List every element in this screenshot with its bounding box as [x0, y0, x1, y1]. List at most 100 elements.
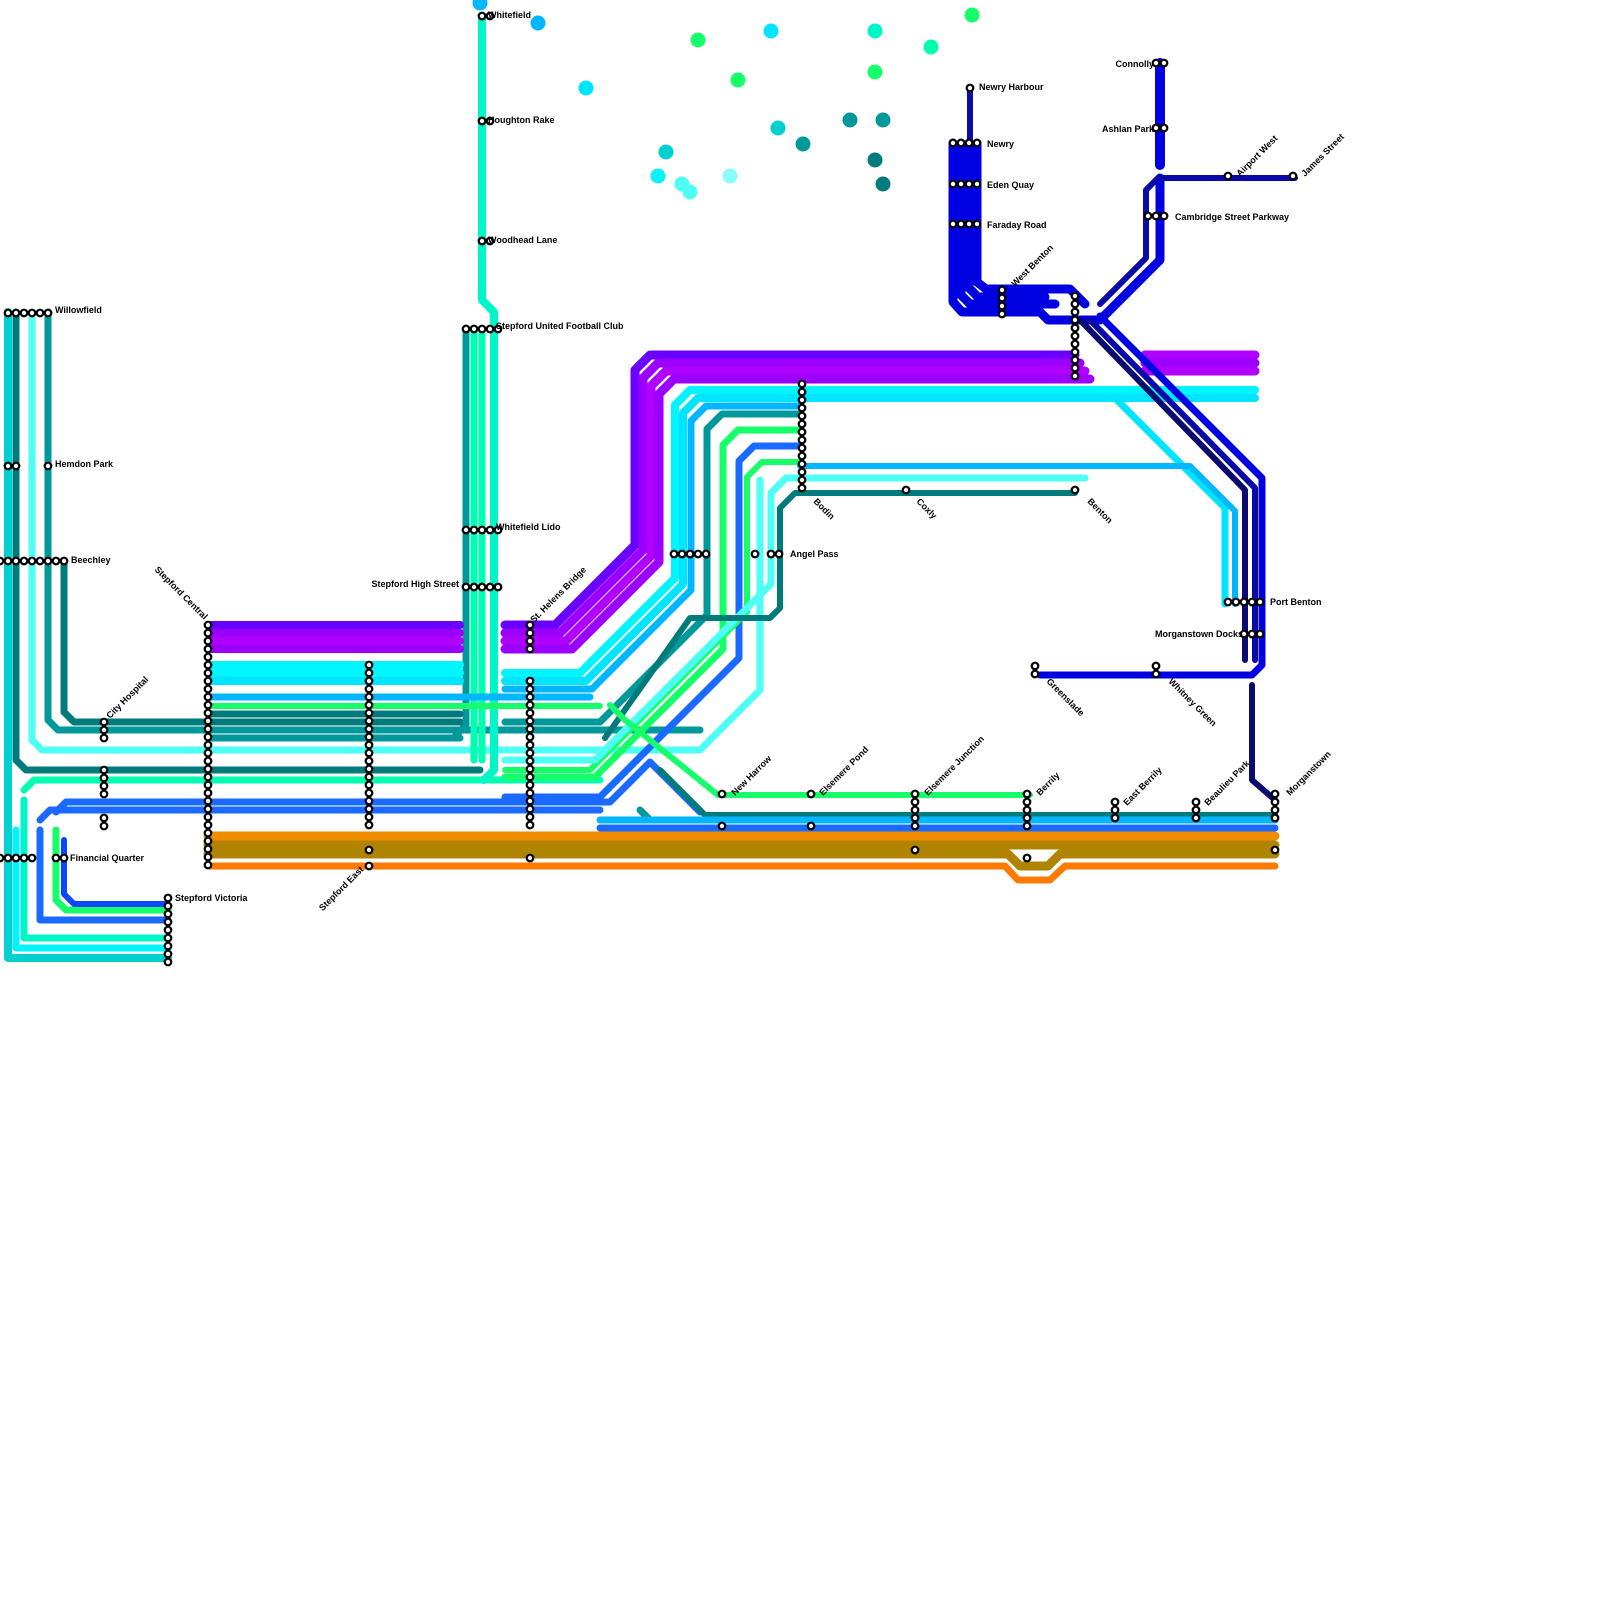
station-marker-elsemere-junction[interactable]: [910, 805, 920, 815]
station-marker-stepford-high-street[interactable]: [493, 582, 503, 592]
station-marker-financial-quarter[interactable]: [0, 853, 5, 863]
station-marker-west-benton-hub[interactable]: [1070, 347, 1080, 357]
station-label-new-harrow[interactable]: New Harrow: [729, 753, 774, 798]
station-marker-mid-column[interactable]: [525, 732, 535, 742]
station-marker-mid-column[interactable]: [525, 756, 535, 766]
station-marker-stepford-east[interactable]: [364, 660, 374, 670]
station-label-angel-pass[interactable]: Angel Pass: [790, 549, 839, 559]
station-marker-bodin[interactable]: [797, 411, 807, 421]
station-label-airport-west[interactable]: Airport West: [1234, 133, 1279, 178]
station-marker-st-helens-bridge[interactable]: [525, 636, 535, 646]
station-marker-cambridge-street-parkway[interactable]: [1143, 211, 1153, 221]
station-marker-mid-column[interactable]: [525, 780, 535, 790]
station-label-greenslade[interactable]: Greenslade: [1045, 676, 1087, 718]
station-label-morganstown[interactable]: Morganstown: [1284, 749, 1332, 797]
station-marker-stepford-central[interactable]: [203, 724, 213, 734]
station-marker-stepford-east[interactable]: [364, 700, 374, 710]
station-marker-city-hospital[interactable]: [99, 765, 109, 775]
station-marker-west-benton[interactable]: [997, 293, 1007, 303]
station-marker-newry-harbour[interactable]: [965, 83, 975, 93]
station-marker-stepford-central[interactable]: [203, 700, 213, 710]
station-marker-stepford-east[interactable]: [364, 716, 374, 726]
station-marker-stepford-central[interactable]: [203, 836, 213, 846]
station-marker-stepford-central[interactable]: [203, 708, 213, 718]
station-marker-stepford-central[interactable]: [203, 852, 213, 862]
station-marker-stepford-victoria[interactable]: [163, 909, 173, 919]
station-marker-west-benton[interactable]: [997, 309, 1007, 319]
station-marker-benton[interactable]: [1070, 485, 1080, 495]
station-marker-mid-column[interactable]: [525, 724, 535, 734]
station-marker-financial-quarter[interactable]: [19, 853, 29, 863]
station-label-newry-harbour[interactable]: Newry Harbour: [979, 82, 1044, 92]
station-marker-stepford-victoria[interactable]: [163, 893, 173, 903]
station-marker-port-benton[interactable]: [1247, 597, 1257, 607]
station-marker-hemdon-park[interactable]: [43, 461, 53, 471]
station-marker-mid-column[interactable]: [525, 684, 535, 694]
station-marker-willowfield[interactable]: [35, 308, 45, 318]
station-marker-west-benton-hub[interactable]: [1070, 291, 1080, 301]
station-marker-stepford-high-street[interactable]: [485, 582, 495, 592]
station-marker-whitefield-lido[interactable]: [469, 525, 479, 535]
station-label-willowfield[interactable]: Willowfield: [55, 305, 102, 315]
station-marker-mid-column[interactable]: [525, 700, 535, 710]
station-marker-greenslade[interactable]: [1030, 661, 1040, 671]
station-marker-beechley[interactable]: [0, 556, 5, 566]
station-marker-connolly[interactable]: [1151, 58, 1161, 68]
station-marker-stepford-victoria[interactable]: [163, 925, 173, 935]
station-marker-bodin[interactable]: [797, 403, 807, 413]
station-marker-berrily[interactable]: [1022, 805, 1032, 815]
station-marker-stepford-east[interactable]: [364, 796, 374, 806]
station-marker-beaulieu-park[interactable]: [1191, 813, 1201, 823]
station-label-newry[interactable]: Newry: [987, 139, 1014, 149]
station-marker-stepford-central[interactable]: [203, 652, 213, 662]
station-marker-mid-column[interactable]: [525, 853, 535, 863]
station-marker-angel-pass[interactable]: [774, 549, 784, 559]
station-marker-morganstown-docks[interactable]: [1247, 629, 1257, 639]
station-marker-beaulieu-park[interactable]: [1191, 805, 1201, 815]
station-marker-hemdon-park[interactable]: [3, 461, 13, 471]
station-marker-east-berrily[interactable]: [1110, 797, 1120, 807]
station-label-port-benton[interactable]: Port Benton: [1270, 597, 1322, 607]
station-marker-eden-quay[interactable]: [956, 179, 966, 189]
station-label-beaulieu-park[interactable]: Beaulieu Park: [1202, 758, 1252, 808]
station-marker-west-benton-hub[interactable]: [1070, 315, 1080, 325]
station-markers[interactable]: [0, 11, 1298, 967]
station-marker-bodin[interactable]: [797, 459, 807, 469]
station-marker-bodin[interactable]: [797, 379, 807, 389]
station-marker-stepford-victoria[interactable]: [163, 941, 173, 951]
station-marker-new-harrow[interactable]: [717, 789, 727, 799]
station-label-west-benton[interactable]: West Benton: [1009, 243, 1055, 289]
station-marker-beechley[interactable]: [11, 556, 21, 566]
station-label-hemdon-park[interactable]: Hemdon Park: [55, 459, 114, 469]
station-marker-berrily[interactable]: [1022, 821, 1032, 831]
station-label-faraday-road[interactable]: Faraday Road: [987, 220, 1047, 230]
station-label-financial-quarter[interactable]: Financial Quarter: [70, 853, 145, 863]
station-marker-mid-column[interactable]: [525, 764, 535, 774]
station-marker-hemdon-park[interactable]: [11, 461, 21, 471]
station-marker-airport-west[interactable]: [1223, 171, 1233, 181]
station-marker-port-benton[interactable]: [1223, 597, 1233, 607]
station-marker-ashlan-park[interactable]: [1151, 123, 1161, 133]
station-marker-financial-quarter[interactable]: [3, 853, 13, 863]
station-marker-willowfield[interactable]: [3, 308, 13, 318]
station-marker-mid-column[interactable]: [525, 708, 535, 718]
station-marker-beechley[interactable]: [51, 556, 61, 566]
station-label-benton[interactable]: Benton: [1086, 496, 1115, 525]
station-marker-houghton-rake[interactable]: [477, 116, 487, 126]
station-marker-west-benton-hub[interactable]: [1070, 355, 1080, 365]
station-marker-stepford-united[interactable]: [485, 324, 495, 334]
station-marker-stepford-central[interactable]: [203, 764, 213, 774]
station-marker-faraday-road[interactable]: [964, 219, 974, 229]
station-marker-city-hospital[interactable]: [99, 773, 109, 783]
station-label-stepford-high-street[interactable]: Stepford High Street: [371, 579, 459, 589]
station-marker-stepford-east[interactable]: [364, 676, 374, 686]
station-marker-connolly[interactable]: [1159, 58, 1169, 68]
station-marker-stepford-united[interactable]: [477, 324, 487, 334]
station-marker-faraday-road[interactable]: [956, 219, 966, 229]
station-marker-willowfield[interactable]: [27, 308, 37, 318]
station-marker-stepford-central[interactable]: [203, 804, 213, 814]
station-marker-elsemere-junction[interactable]: [910, 821, 920, 831]
station-marker-stepford-central[interactable]: [203, 732, 213, 742]
station-marker-eden-quay[interactable]: [964, 179, 974, 189]
station-marker-elsemere-junction[interactable]: [910, 845, 920, 855]
